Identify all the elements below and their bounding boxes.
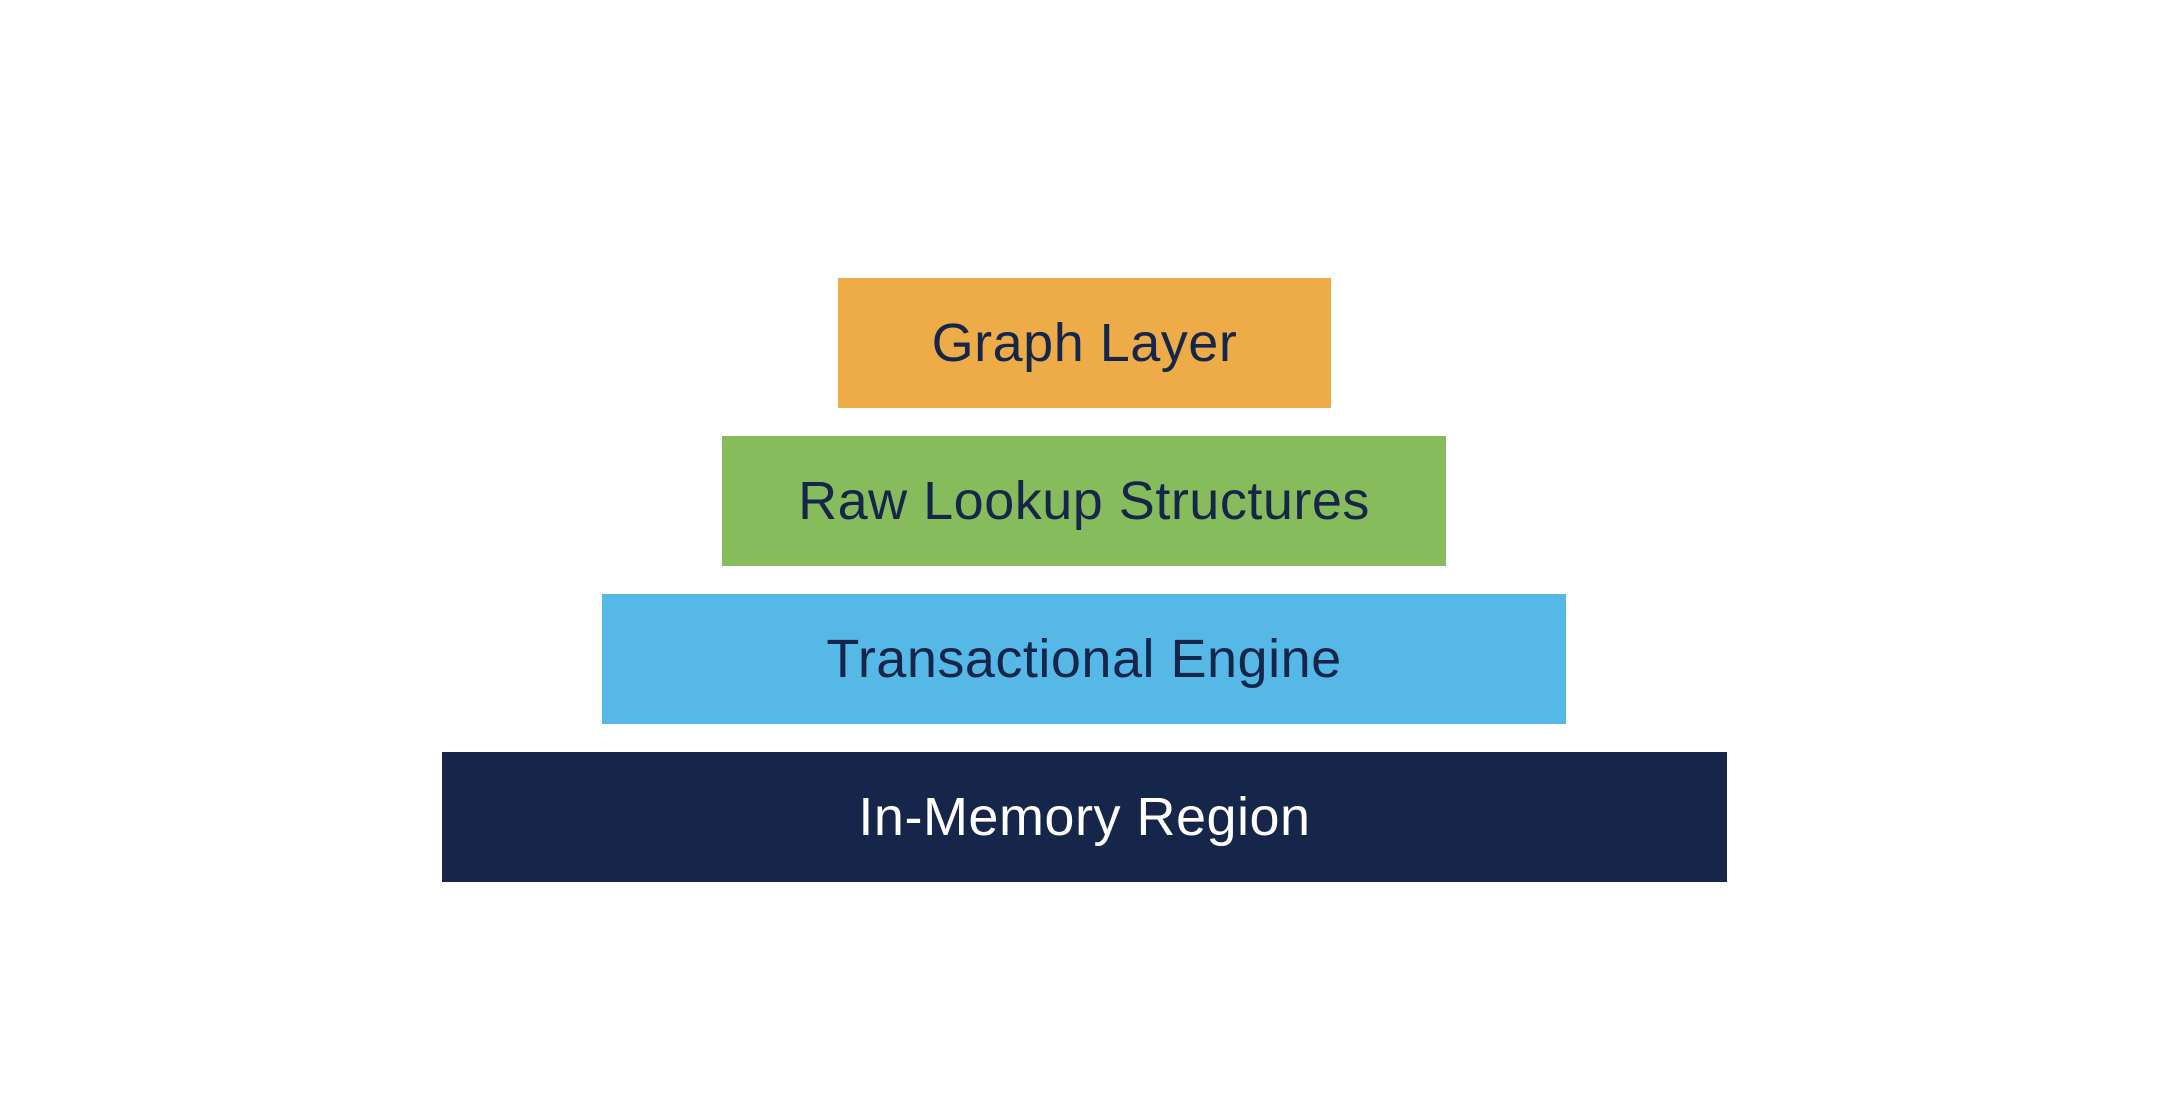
layer-label: Transactional Engine — [826, 629, 1342, 689]
layer-transactional-engine: Transactional Engine — [602, 594, 1566, 724]
layer-raw-lookup-structures: Raw Lookup Structures — [722, 436, 1446, 566]
layer-label: Raw Lookup Structures — [798, 471, 1370, 531]
layer-graph-layer: Graph Layer — [838, 278, 1331, 408]
layer-label: Graph Layer — [931, 313, 1238, 373]
layer-label: In-Memory Region — [858, 787, 1311, 847]
layer-in-memory-region: In-Memory Region — [442, 752, 1727, 882]
